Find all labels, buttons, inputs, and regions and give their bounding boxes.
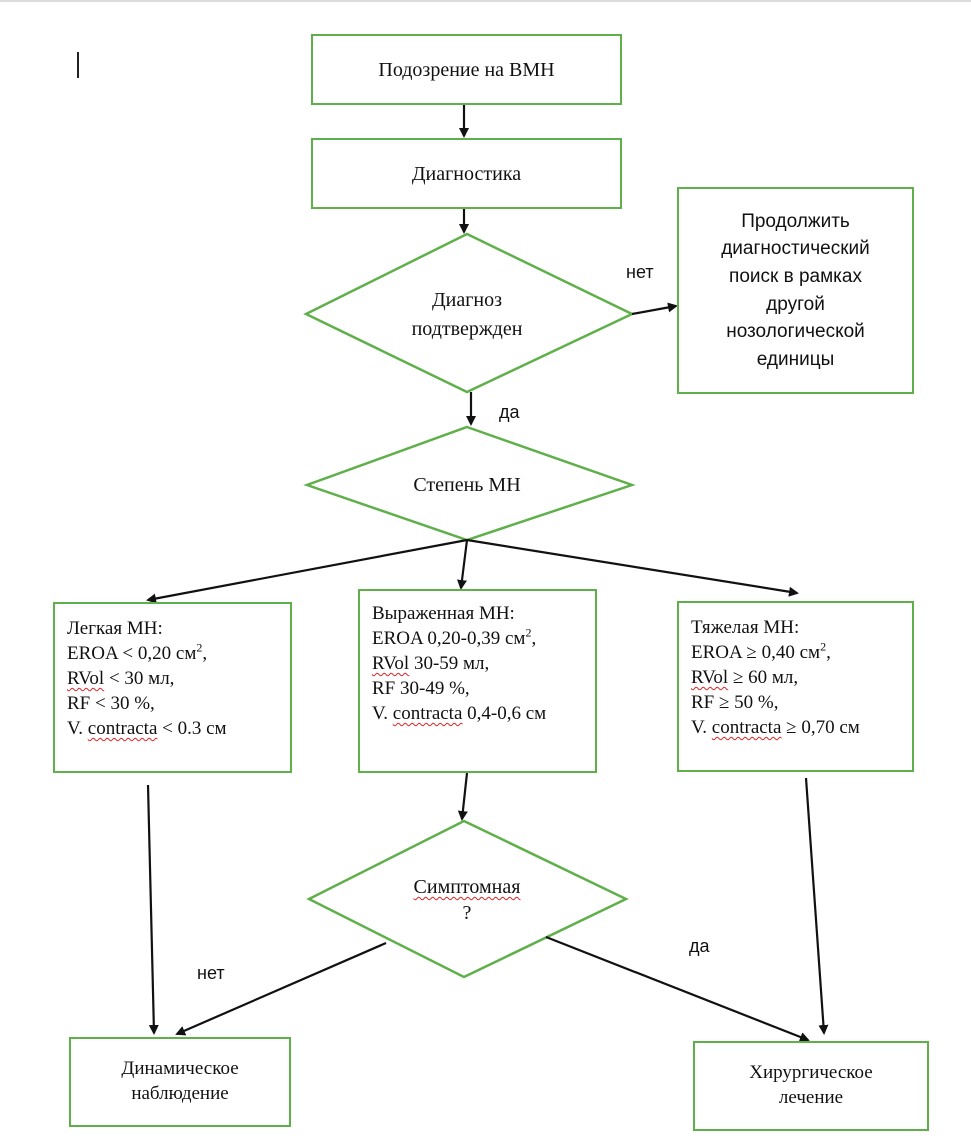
moderate-rvol: RVol 30-59 мл, [372,653,490,674]
diagnosis-confirmed-line1: Диагноз [431,289,503,311]
edge-label-yes-confirmed: да [499,402,520,422]
observation-line1: Динамическое [121,1058,239,1080]
continue-search-box: Продолжить диагностический поиск в рамка… [677,187,914,394]
observation-line2: наблюдение [131,1083,229,1104]
mild-vena-contracta: V. contracta < 0.3 см [67,718,227,739]
symptomatic-text: Симптомная ? [387,874,547,926]
surgery-line1: Хирургическое [749,1062,873,1084]
diagnosis-confirmed-text: Диагноз подтвержден [387,286,547,344]
suspicion-label: Подозрение на ВМН [378,58,555,81]
moderate-eroa: EROA 0,20-0,39 см2, [372,625,537,649]
severe-rf: RF ≥ 50 %, [691,692,779,713]
diagnosis-confirmed-line2: подтвержден [411,318,523,340]
suspicion-box: Подозрение на ВМН [311,34,622,105]
arrow-symptomatic-no [175,941,387,1036]
severe-rvol: RVol ≥ 60 мл, [691,667,799,688]
severe-eroa: EROA ≥ 0,40 см2, [691,639,831,663]
moderate-grade-box: Выраженная МН: EROA 0,20-0,39 см2, RVol … [358,589,597,773]
continue-line-3: поиск в рамках [729,265,862,287]
arrow-degree-to-severe [466,538,799,597]
continue-line-1: Продолжить [741,210,850,232]
diagnosis-confirmed-diamond [303,232,635,394]
diagnostics-box: Диагностика [311,138,622,209]
arrow-degree-to-mild [146,538,468,604]
degree-text: Степень МН [387,471,547,500]
degree-label: Степень МН [413,474,521,496]
moderate-rf: RF 30-49 %, [372,678,470,699]
mild-rf: RF < 30 %, [67,693,155,714]
symptomatic-diamond [306,819,629,979]
edge-label-no-symptomatic: нет [197,963,225,983]
mild-rvol: RVol < 30 мл, [67,668,175,689]
arrow-mild-to-observation [146,784,159,1035]
continue-line-6: единицы [756,348,835,370]
edge-label-no-confirmed: нет [626,262,654,282]
arrow-severe-to-surgery [804,777,829,1035]
arrow-confirmed-no [631,302,678,316]
arrow-moderate-to-symptomatic [457,772,469,821]
mild-grade-box: Легкая МН: EROA < 0,20 см2, RVol < 30 мл… [53,602,292,773]
symptomatic-line1: Симптомная [413,876,521,898]
page-top-edge [0,0,971,2]
moderate-title: Выраженная МН: [372,603,515,624]
arrow-degree-to-moderate [457,539,469,590]
symptomatic-line2: ? [462,902,472,924]
continue-line-2: диагностический [721,238,870,260]
diagnostics-label: Диагностика [411,162,522,185]
severe-grade-box: Тяжелая МН: EROA ≥ 0,40 см2, RVol ≥ 60 м… [677,601,914,772]
text-cursor-icon [77,52,79,78]
observation-box: Динамическое наблюдение [69,1037,291,1127]
surgery-line2: лечение [778,1087,844,1108]
severe-vena-contracta: V. contracta ≥ 0,70 см [691,717,860,738]
continue-line-4: другой [766,293,825,315]
edge-label-yes-symptomatic: да [689,936,710,956]
surgery-box: Хирургическое лечение [693,1041,929,1131]
mild-title: Легкая МН: [67,618,163,639]
arrow-symptomatic-yes [545,935,810,1042]
continue-line-5: нозологической [726,321,865,343]
severe-title: Тяжелая МН: [691,617,800,638]
moderate-vena-contracta: V. contracta 0,4-0,6 см [372,703,547,724]
mild-eroa: EROA < 0,20 см2, [67,640,208,664]
